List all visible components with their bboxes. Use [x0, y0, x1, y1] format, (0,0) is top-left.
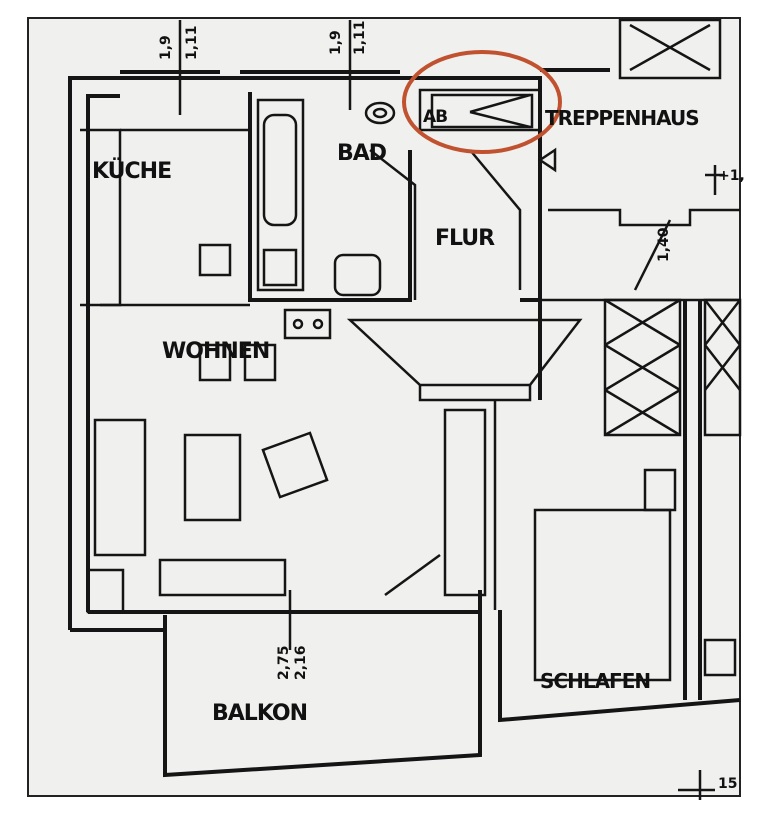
dim-top-left-a: 1,9 [158, 35, 174, 60]
dim-top-left-b: 1,11 [184, 25, 200, 60]
toilet-icon [333, 253, 382, 297]
table-icon [183, 433, 242, 522]
room-label-hall: FLUR [435, 226, 495, 251]
dim-balcony-a: 2,75 [276, 645, 292, 680]
shaft [418, 88, 542, 132]
sofa-icon [93, 418, 147, 557]
entry-arrow-icon [537, 147, 557, 173]
sink-icon [283, 308, 332, 340]
dim-stair: 1,40 [656, 227, 672, 262]
furniture [80, 18, 742, 682]
dim-bottom-right: 15 [718, 776, 737, 792]
bed-icon [533, 508, 672, 682]
dim-top-mid-a: 1,9 [328, 30, 344, 55]
level-mark-icon [678, 770, 715, 800]
highlight-circle [402, 50, 562, 154]
dim-top-mid-b: 1,11 [352, 20, 368, 55]
walls [68, 68, 741, 723]
shaft-label: AB [423, 107, 447, 127]
room-label-kitchen: KÜCHE [92, 158, 171, 184]
armchair-icon [261, 431, 329, 499]
room-label-stairwell: TREPPENHAUS [545, 106, 699, 130]
room-label-living: WOHNEN [162, 339, 269, 364]
scanned-paper [27, 17, 741, 797]
washbasin-icon [364, 101, 396, 125]
room-label-balcony: BALKON [212, 701, 307, 726]
hall-entry [346, 147, 740, 402]
balcony-outline [163, 612, 482, 778]
wardrobe-icon [443, 408, 487, 597]
room-label-bedroom: SCHLAFEN [540, 669, 650, 693]
dim-balcony-b: 2,16 [293, 645, 309, 680]
bath-walls [248, 92, 412, 340]
room-label-bath: BAD [337, 141, 387, 166]
dim-stair-level: +1, [718, 168, 745, 184]
bathtub-icon [256, 98, 305, 292]
